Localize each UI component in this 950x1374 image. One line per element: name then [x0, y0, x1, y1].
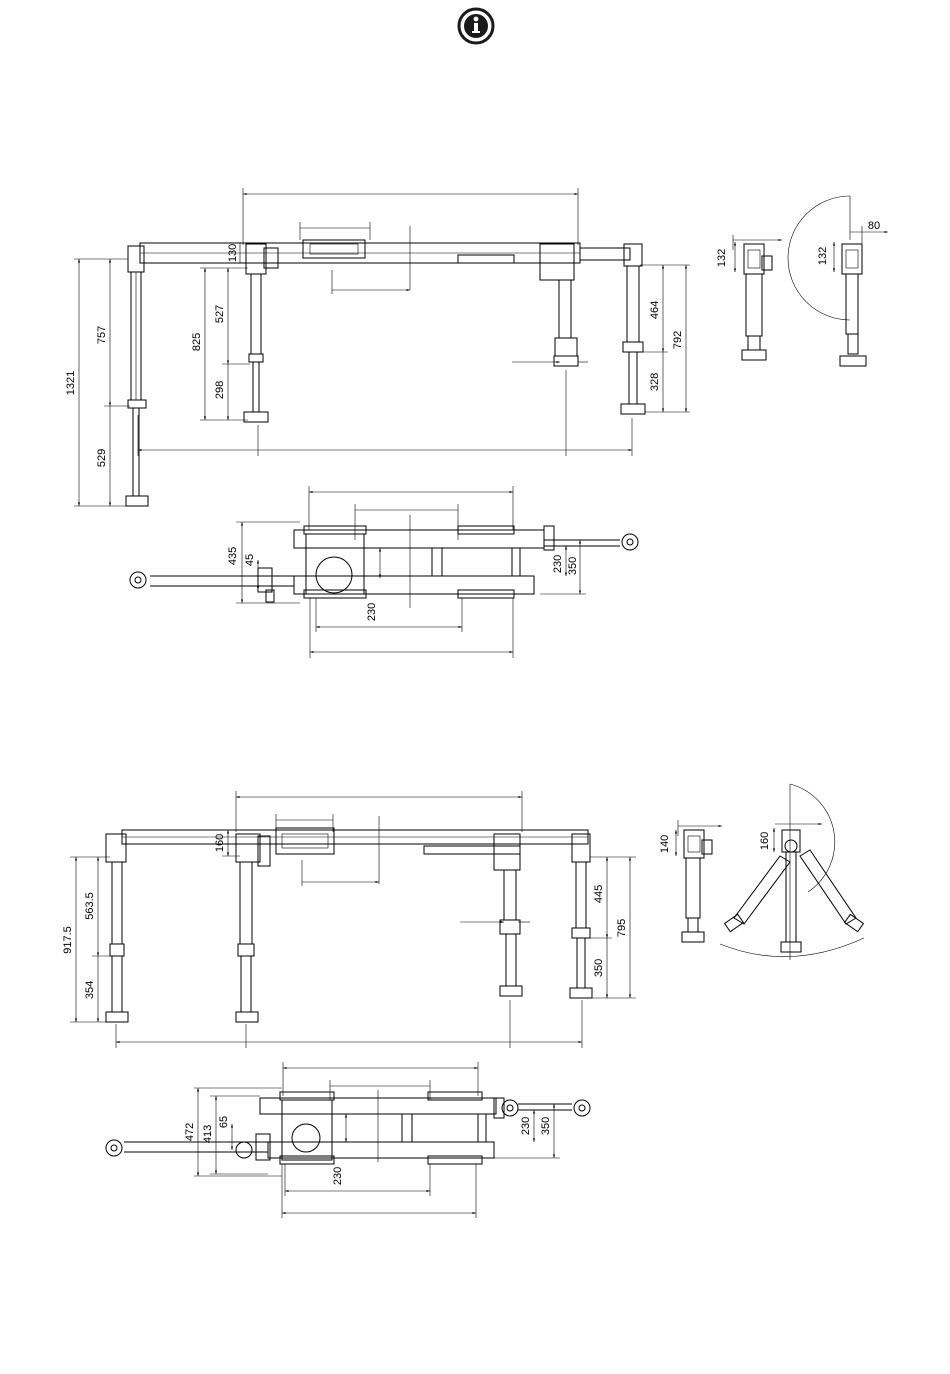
dim-350: 350 — [567, 557, 579, 575]
dim-45: 45 — [244, 554, 256, 566]
dim-230-a-b: 230 — [520, 1117, 532, 1135]
dim-298: 298 — [214, 381, 226, 399]
dim-472: 472 — [184, 1123, 196, 1141]
dim-328: 328 — [649, 373, 661, 391]
dim-132-a: 132 — [716, 249, 728, 267]
dim-445: 445 — [593, 885, 605, 903]
drawing-b-top-view: 472 413 65 230 350 230 — [106, 1062, 590, 1218]
dim-65: 65 — [218, 1116, 230, 1128]
dim-230-a: 230 — [552, 555, 564, 573]
dim-795: 795 — [616, 919, 628, 937]
dim-354: 354 — [84, 981, 96, 999]
dim-825: 825 — [191, 333, 203, 351]
drawing-a-top-view: 435 45 230 350 230 — [130, 486, 638, 658]
dim-350-top: 350 — [540, 1117, 552, 1135]
dim-132-b: 132 — [817, 247, 829, 265]
dim-350-side: 350 — [593, 959, 605, 977]
drawing-b-end-views: 140 160 — [659, 784, 864, 960]
dim-435: 435 — [227, 547, 239, 565]
dim-792: 792 — [672, 331, 684, 349]
dim-527: 527 — [214, 305, 226, 323]
dim-230-b: 230 — [366, 603, 378, 621]
dim-529: 529 — [96, 449, 108, 467]
dim-413: 413 — [202, 1125, 214, 1143]
dim-757: 757 — [96, 326, 108, 344]
dim-464: 464 — [649, 301, 661, 319]
dim-160-side: 160 — [214, 834, 226, 852]
dim-230-b-b: 230 — [332, 1167, 344, 1185]
dim-140: 140 — [659, 835, 671, 853]
info-icon — [459, 9, 493, 43]
dim-563-5: 563.5 — [84, 892, 96, 920]
drawing-a-side-view: 1321 757 529 825 527 298 130 464 792 328 — [65, 188, 690, 506]
dim-80: 80 — [868, 220, 880, 232]
dim-1321: 1321 — [65, 371, 77, 395]
dim-917-5: 917.5 — [62, 926, 74, 954]
dim-160-end: 160 — [759, 832, 771, 850]
drawing-a-end-views: 132 132 80 — [716, 196, 888, 366]
dim-130: 130 — [227, 244, 239, 262]
drawing-b-side-view: 917.5 563.5 354 160 445 795 350 — [62, 791, 636, 1048]
